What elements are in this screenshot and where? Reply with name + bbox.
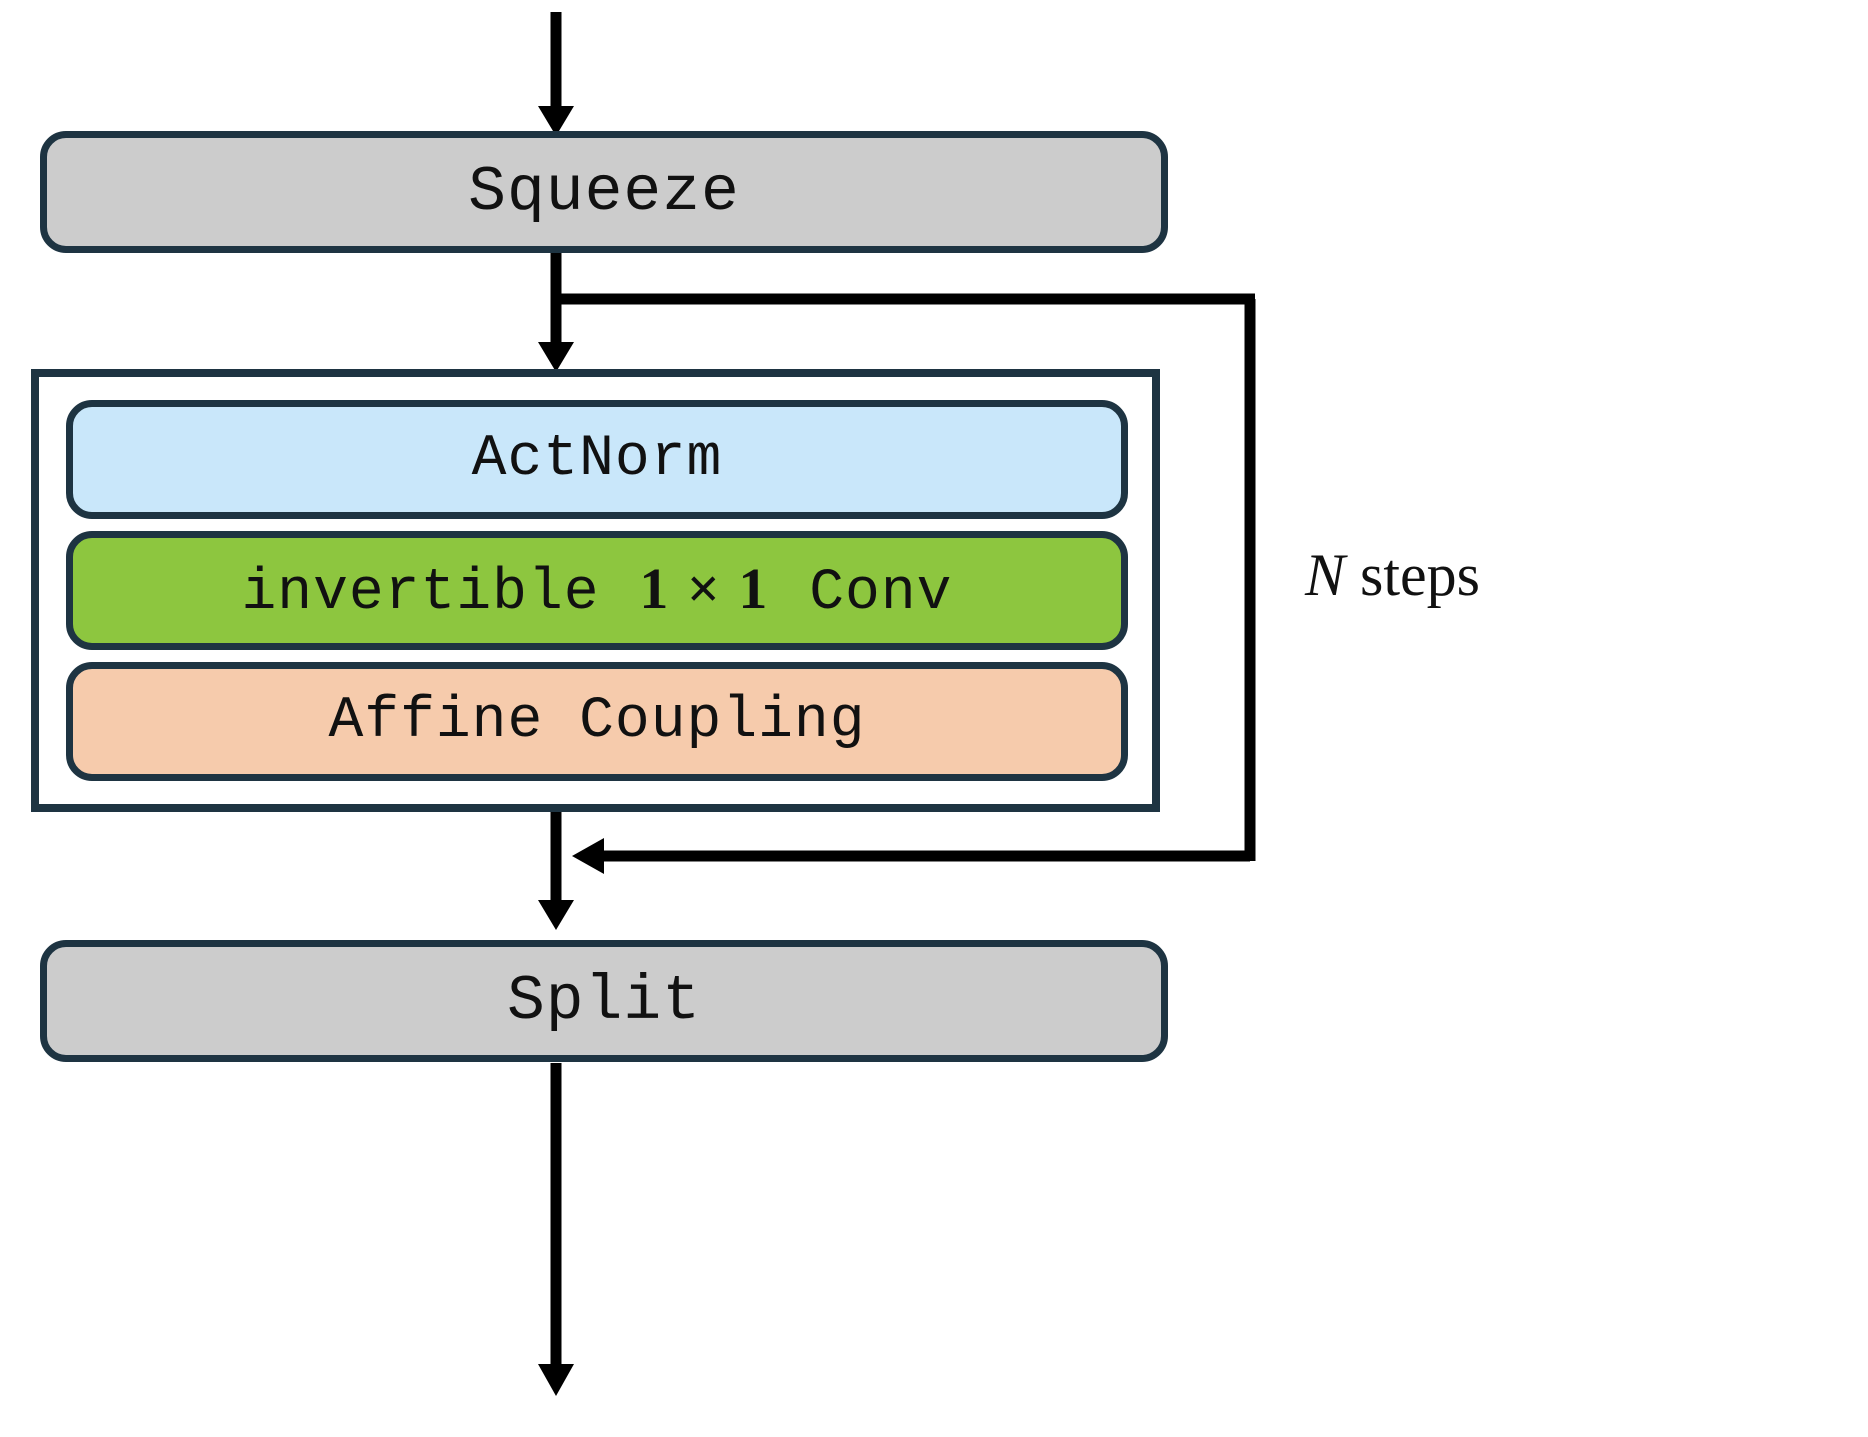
node-affine-label: Affine Coupling bbox=[328, 689, 866, 754]
node-invertible-1x1-conv[interactable]: invertible 1 × 1 Conv bbox=[66, 531, 1128, 650]
node-conv-label-suffix: Conv bbox=[809, 561, 953, 626]
node-squeeze-label: Squeeze bbox=[468, 156, 740, 228]
output-arrow bbox=[538, 1063, 574, 1396]
step-to-split-arrow bbox=[538, 812, 574, 930]
node-actnorm[interactable]: ActNorm bbox=[66, 400, 1128, 519]
node-conv-label: invertible 1 × 1 Conv bbox=[242, 555, 953, 626]
loop-label-text: steps bbox=[1345, 542, 1481, 608]
node-actnorm-label: ActNorm bbox=[471, 427, 723, 492]
squeeze-to-step-arrow bbox=[538, 253, 574, 372]
loop-label-variable: N bbox=[1305, 542, 1346, 608]
loop-label: N steps bbox=[1305, 541, 1480, 610]
node-conv-label-prefix: invertible bbox=[241, 561, 600, 626]
node-conv-kernel: 1 × 1 bbox=[639, 556, 770, 621]
node-split[interactable]: Split bbox=[40, 940, 1168, 1062]
input-arrow bbox=[538, 12, 574, 136]
node-split-label: Split bbox=[506, 965, 702, 1037]
node-squeeze[interactable]: Squeeze bbox=[40, 131, 1168, 253]
node-affine-coupling[interactable]: Affine Coupling bbox=[66, 662, 1128, 781]
